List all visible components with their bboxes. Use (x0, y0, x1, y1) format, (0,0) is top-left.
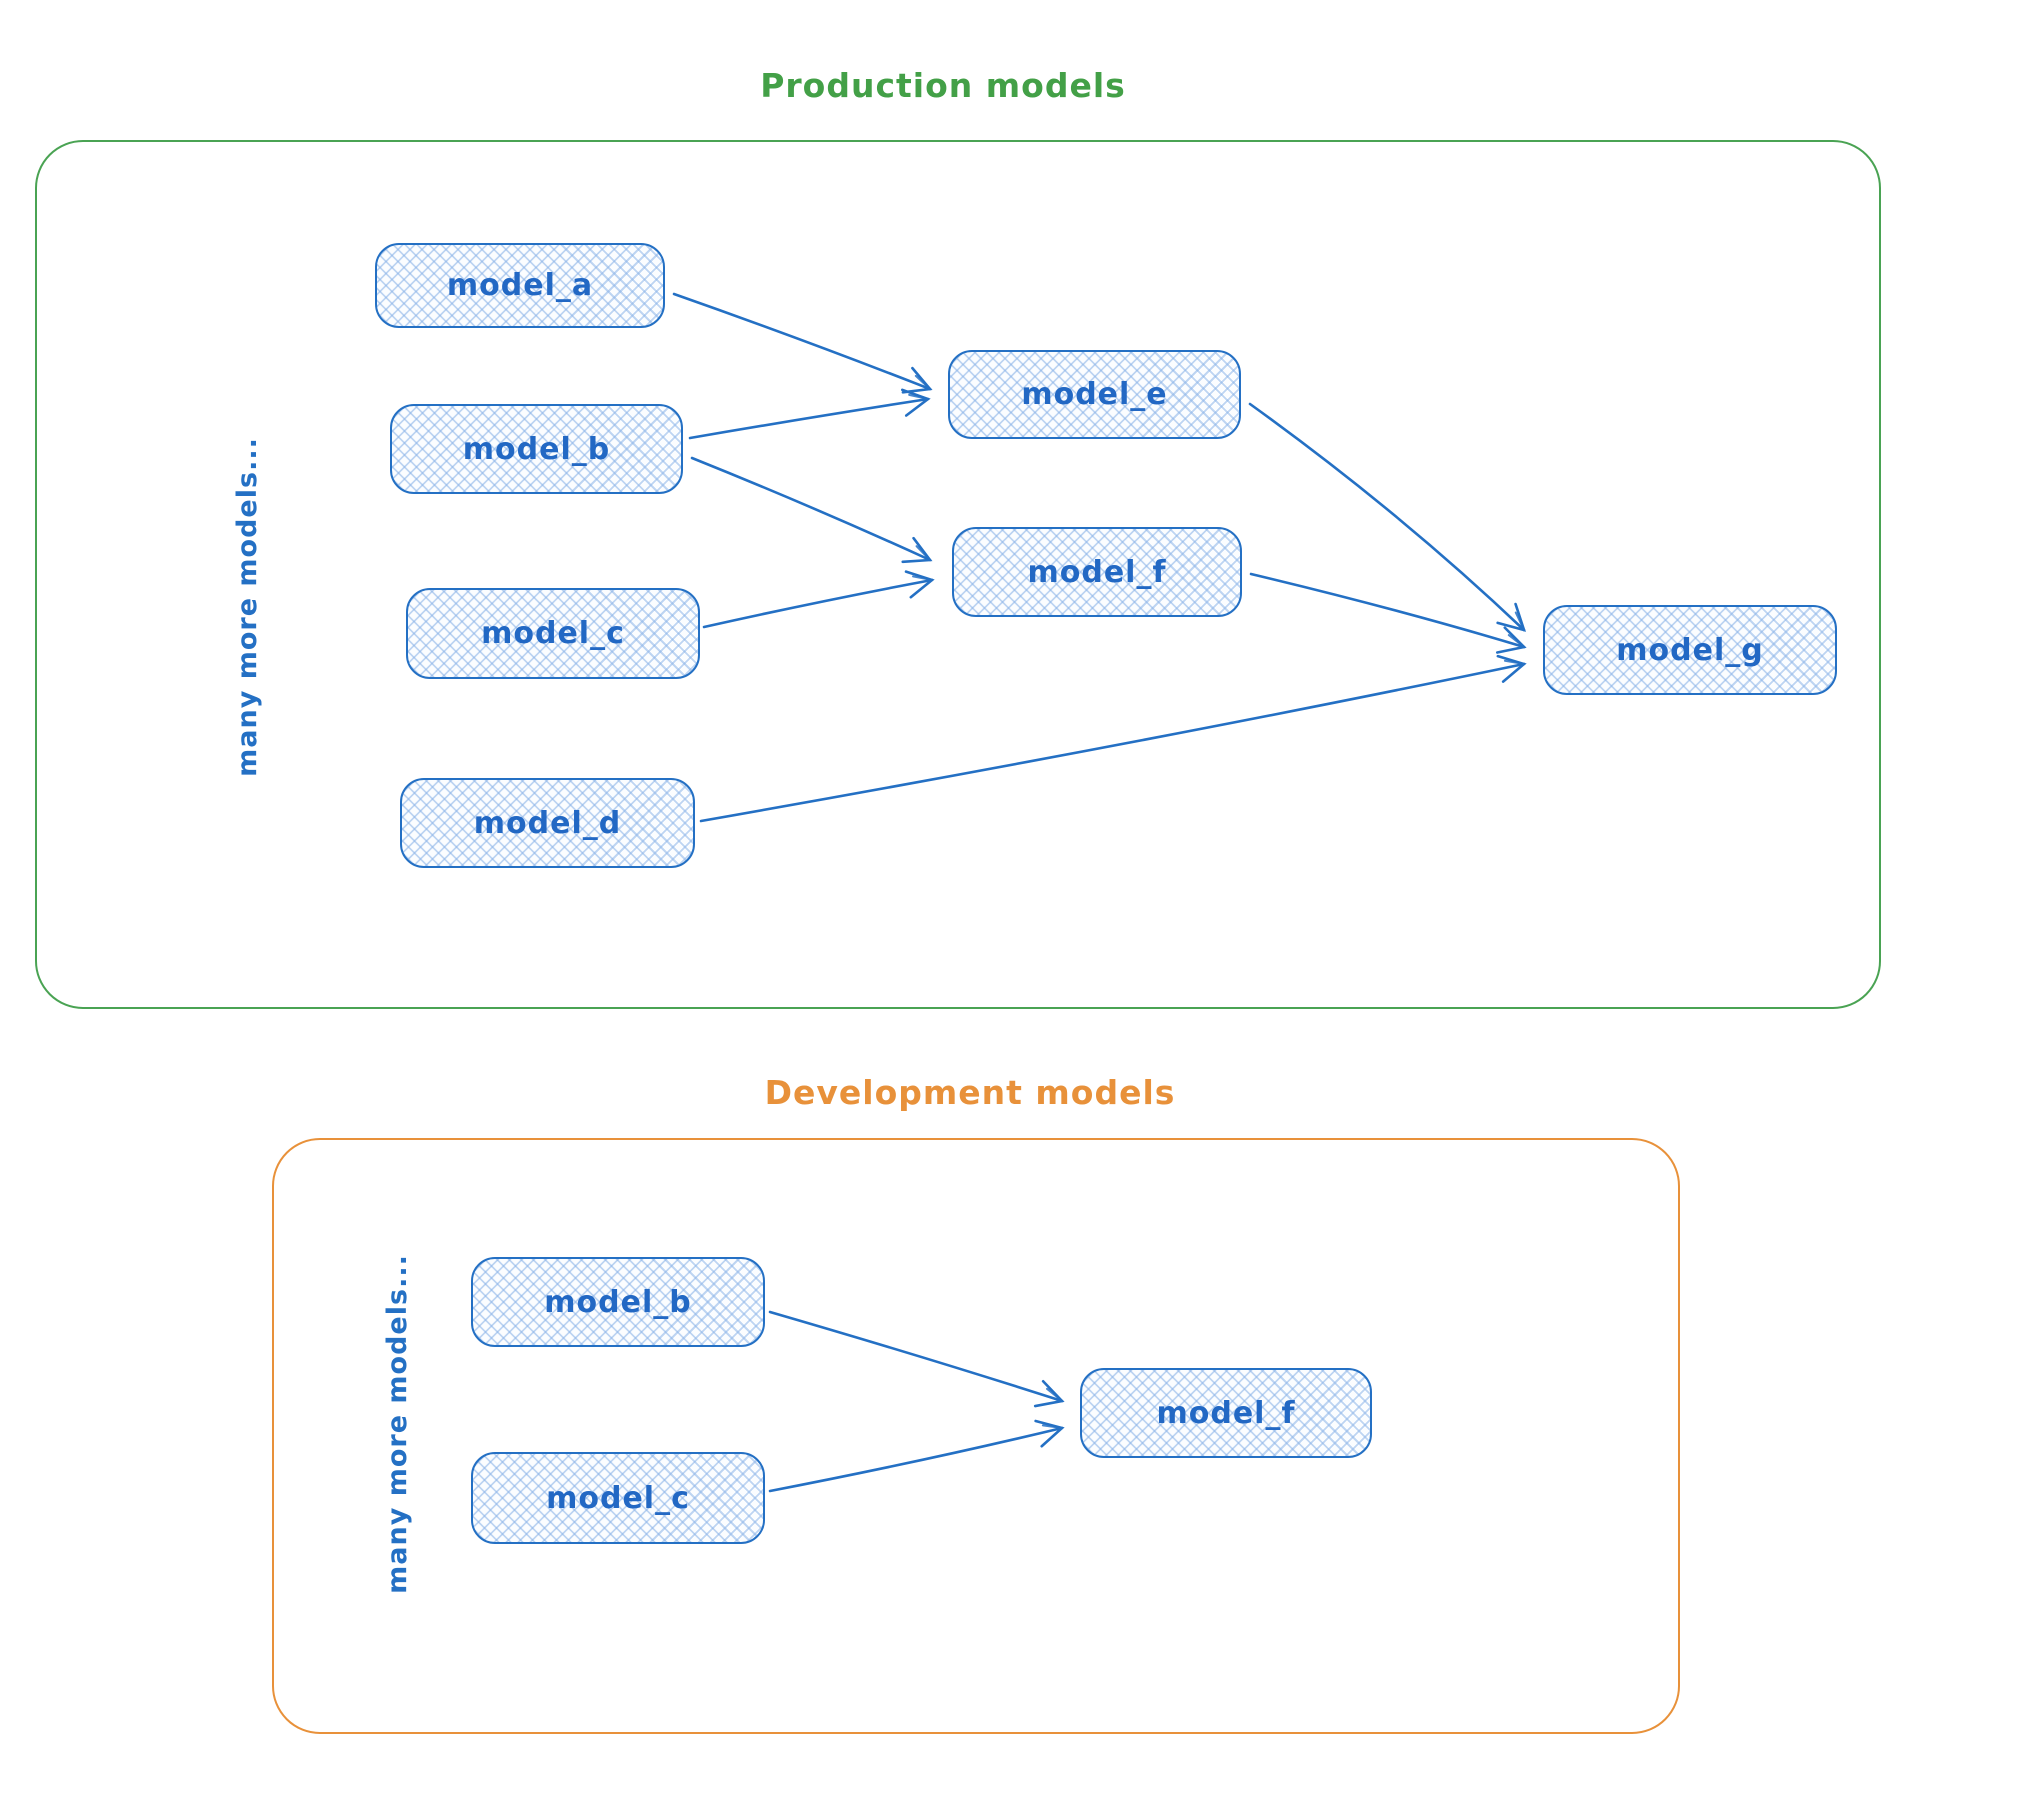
node-production-model_d[interactable]: model_d (400, 778, 695, 868)
production-container (35, 140, 1881, 1009)
node-label: model_d (473, 805, 622, 841)
node-production-model_e[interactable]: model_e (948, 350, 1241, 439)
development-side-label: many more models... (381, 1254, 413, 1594)
production-section-title: Production models (760, 66, 1126, 105)
node-label: model_b (544, 1284, 692, 1320)
node-label: model_e (1021, 377, 1168, 412)
development-container (272, 1138, 1680, 1734)
node-development-model_c[interactable]: model_c (471, 1452, 765, 1544)
node-label: model_g (1616, 632, 1764, 668)
node-label: model_b (462, 431, 611, 467)
node-production-model_c[interactable]: model_c (406, 588, 700, 679)
node-label: model_a (446, 268, 594, 303)
node-production-model_g[interactable]: model_g (1543, 605, 1837, 695)
node-development-model_f[interactable]: model_f (1080, 1368, 1372, 1458)
development-section-title: Development models (764, 1073, 1176, 1112)
node-label: model_f (1027, 554, 1167, 590)
node-label: model_c (481, 616, 625, 651)
node-production-model_a[interactable]: model_a (375, 243, 665, 328)
node-label: model_f (1156, 1395, 1296, 1431)
production-side-label: many more models... (231, 437, 263, 777)
node-production-model_b[interactable]: model_b (390, 404, 683, 494)
node-development-model_b[interactable]: model_b (471, 1257, 765, 1347)
node-label: model_c (546, 1480, 690, 1516)
node-production-model_f[interactable]: model_f (952, 527, 1242, 617)
